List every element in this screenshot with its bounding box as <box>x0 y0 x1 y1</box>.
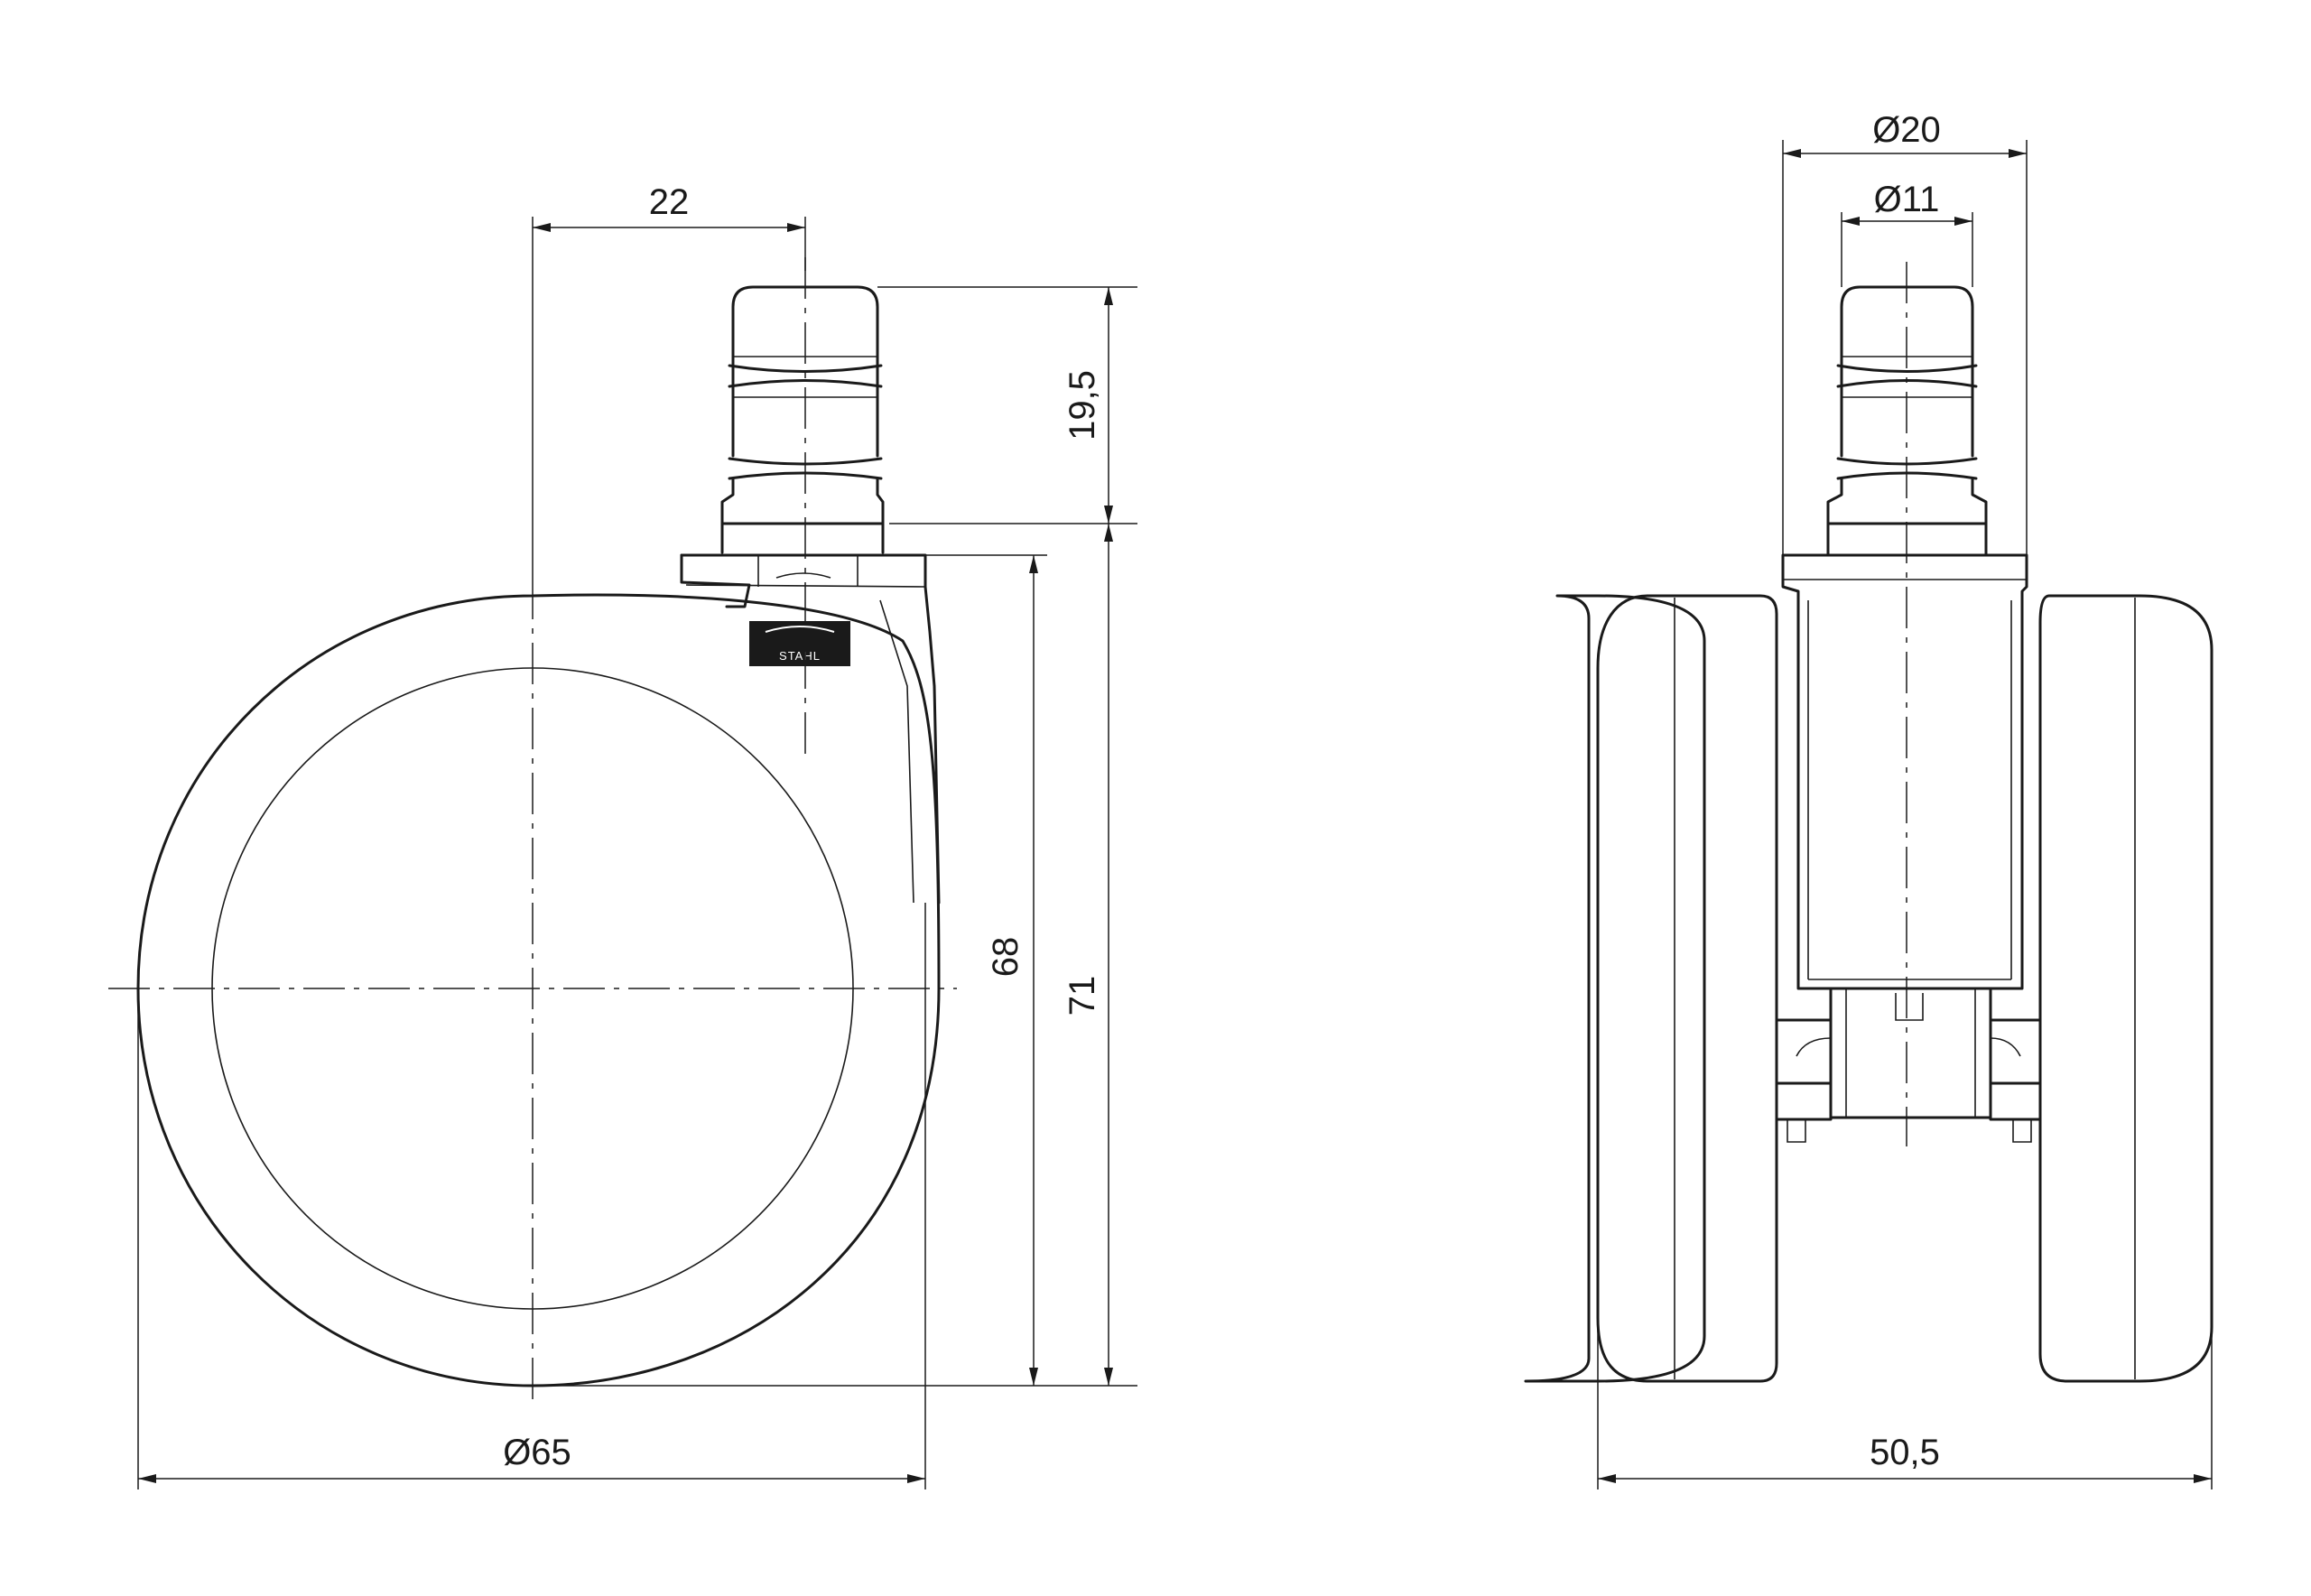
fork-bevel-line <box>879 599 914 904</box>
axle-hub <box>1829 987 1992 1119</box>
wheel-front-left <box>1524 594 1706 1383</box>
wheel-right-outline <box>2038 594 2214 1383</box>
dim-stem-height-label: 19,5 <box>1063 370 1102 441</box>
dim-height-total-label: 71 <box>1063 976 1102 1016</box>
axle-left-bracket <box>1775 1018 1833 1121</box>
housing-front <box>1781 553 2028 990</box>
housing-body <box>1781 553 2028 990</box>
fork-inner-lines <box>757 555 859 587</box>
wheel-front-right <box>2038 594 2214 1383</box>
dim-height-inner-label: 68 <box>986 937 1026 978</box>
stem-side <box>720 285 885 554</box>
side-view: STAHL 22 19,5 <box>108 182 1137 1489</box>
dim-inner-diameter: Ø11 <box>1841 180 1973 287</box>
dim-outer-diameter: Ø20 <box>1782 110 2028 555</box>
fork-detail-arc <box>775 572 831 579</box>
wheel-side <box>136 593 941 1387</box>
dim-wheel-diameter: Ø65 <box>137 903 926 1489</box>
dim-height-total: 71 <box>1047 524 1137 1387</box>
dim-stem-offset-label: 22 <box>649 182 690 222</box>
axle-front <box>1775 987 2042 1143</box>
dim-wheel-diameter-label: Ø65 <box>503 1433 571 1472</box>
logo-text: STAHL <box>779 649 821 663</box>
dim-inner-diameter-label: Ø11 <box>1874 180 1940 219</box>
stem-ring-1 <box>728 364 883 388</box>
stahl-logo: STAHL <box>749 621 850 666</box>
dim-outer-diameter-label: Ø20 <box>1872 110 1941 150</box>
axle-right-bracket <box>1989 1018 2042 1121</box>
wheel-outline <box>136 593 941 1387</box>
fork-right-edge <box>680 553 941 905</box>
dim-width-label: 50,5 <box>1870 1433 1940 1472</box>
dim-width: 50,5 <box>1597 988 2213 1489</box>
dim-stem-height: 19,5 <box>877 286 1137 524</box>
dim-stem-offset: 22 <box>532 182 806 578</box>
stem-base <box>720 522 885 554</box>
dim-height-inner: 68 <box>533 554 1047 1387</box>
wheel-left-outer-edge <box>1596 594 1649 1383</box>
wheel-left-outline-shape <box>1524 594 1706 1383</box>
fork-side: STAHL <box>680 553 941 905</box>
stem-collar <box>720 477 885 525</box>
front-view: Ø20 Ø11 50,5 <box>1524 110 2214 1489</box>
wheel-left-inner-edge <box>1646 594 1778 1383</box>
